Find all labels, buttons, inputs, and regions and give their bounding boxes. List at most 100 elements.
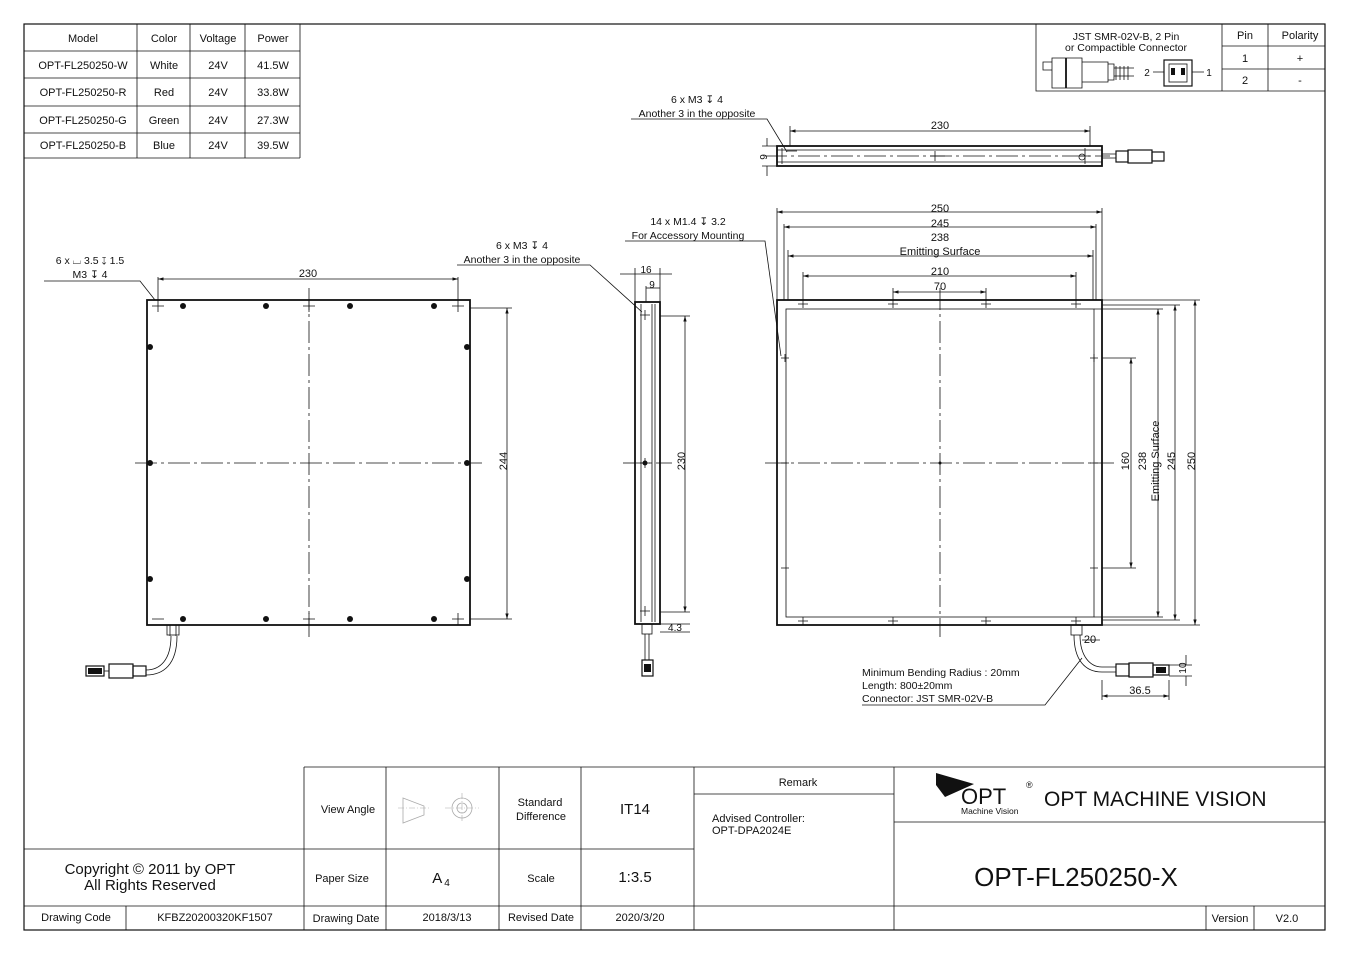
spec-cell: 24V (208, 87, 228, 99)
cable-note-length: Length: 800±20mm (862, 680, 953, 692)
spec-cell: OPT-FL250250-G (39, 115, 126, 127)
spec-cell: Red (154, 87, 174, 99)
spec-cell: White (150, 60, 178, 72)
opt-logo-text: OPT (961, 784, 1006, 809)
front-view-dim-height: 244 (498, 452, 510, 470)
drawing-code: KFBZ20200320KF1507 (157, 912, 273, 924)
opt-logo-reg: ® (1026, 780, 1033, 790)
paper-size-letter: A (432, 870, 442, 887)
back-view-dim-v245: 245 (1166, 452, 1178, 470)
spec-cell: 24V (208, 60, 228, 72)
paper-size-label: Paper Size (315, 873, 369, 885)
connector-subtitle: or Compactible Connector (1065, 42, 1187, 54)
back-view-dim-70: 70 (934, 281, 946, 293)
scale-value: 1:3.5 (618, 869, 651, 886)
back-view-dim-250: 250 (931, 203, 949, 215)
spec-cell: 33.8W (257, 87, 289, 99)
back-view-cable (1070, 624, 1170, 678)
remark-label: Remark (779, 777, 818, 789)
back-view: 250 245 238 Emitting Surface 210 70 160 … (625, 203, 1200, 706)
side-view-callout-1: 6 x M3 ↧ 4 (496, 240, 548, 252)
spec-header-voltage: Voltage (200, 33, 237, 45)
spec-cell: OPT-FL250250-W (38, 60, 128, 72)
spec-cell: OPT-FL250250-R (40, 87, 127, 99)
view-angle-label: View Angle (321, 804, 375, 816)
standard-difference-value: IT14 (620, 801, 650, 818)
connector-plug-drawing (1042, 57, 1204, 89)
opt-logo: OPT ® Machine Vision (936, 773, 1033, 816)
standard-difference-label-1: Standard (518, 797, 563, 809)
front-view: 230 244 6 x ⌴ 3.5 ↧ 1.5 M3 ↧ 4 (44, 255, 512, 679)
connector-header-polarity: Polarity (1282, 30, 1319, 42)
connector-pin-label-1: 1 (1206, 68, 1212, 79)
back-view-dim-36-5: 36.5 (1129, 685, 1150, 697)
front-view-cable (85, 624, 180, 679)
back-view-emitting-surface-v: Emitting Surface (1150, 421, 1162, 502)
back-view-callout-1: 14 x M1.4 ↧ 3.2 (650, 216, 725, 228)
paper-size-number: 4 (444, 878, 450, 889)
spec-cell: 24V (208, 115, 228, 127)
connector-cell: 1 (1242, 53, 1248, 65)
connector-cell: - (1298, 75, 1302, 87)
opt-logo-sub: Machine Vision (961, 806, 1019, 816)
front-view-holes (147, 300, 470, 625)
spec-cell: Blue (153, 140, 175, 152)
back-view-emitting-surface-h: Emitting Surface (900, 246, 981, 258)
front-view-callout-2: M3 ↧ 4 (72, 269, 107, 281)
connector-header-pin: Pin (1237, 30, 1253, 42)
version-value: V2.0 (1276, 913, 1299, 925)
remark-line-2: OPT-DPA2024E (712, 825, 791, 837)
connector-title: JST SMR-02V-B, 2 Pin (1073, 31, 1180, 43)
top-view-callout-2: Another 3 in the opposite (639, 108, 756, 120)
top-view: 230 9 6 x M3 ↧ 4 Another 3 in the opposi… (631, 94, 1165, 176)
version-label: Version (1212, 913, 1249, 925)
back-view-dim-v238: 238 (1137, 452, 1149, 470)
connector-table: JST SMR-02V-B, 2 Pin or Compactible Conn… (1035, 24, 1325, 92)
drawing-date: 2018/3/13 (423, 912, 472, 924)
connector-pin-label-2: 2 (1144, 68, 1150, 79)
spec-cell: 24V (208, 140, 228, 152)
back-view-dim-245: 245 (931, 218, 949, 230)
spec-header-model: Model (68, 33, 98, 45)
company-name: OPT MACHINE VISION (1044, 788, 1266, 811)
side-view: 16 9 230 4.3 6 x M3 ↧ 4 Another 3 in the… (457, 240, 690, 677)
drawing-date-label: Drawing Date (313, 913, 380, 925)
drawing-code-label: Drawing Code (41, 912, 111, 924)
side-view-cable (641, 623, 654, 677)
spec-cell: Green (149, 115, 180, 127)
spec-cell: 39.5W (257, 140, 289, 152)
projection-symbol-icon (398, 793, 479, 824)
back-view-dim-10: 10 (1178, 662, 1189, 674)
part-number: OPT-FL250250-X (974, 862, 1178, 892)
title-block: Copyright © 2011 by OPT All Rights Reser… (24, 766, 1325, 930)
spec-header-color: Color (151, 33, 178, 45)
opt-logo-mark (936, 773, 974, 797)
top-view-cable (1102, 149, 1165, 164)
standard-difference-label-2: Difference (516, 811, 566, 823)
spec-cell: OPT-FL250250-B (40, 140, 126, 152)
back-view-dim-210: 210 (931, 266, 949, 278)
connector-cell: 2 (1242, 75, 1248, 87)
top-view-dim-length: 230 (931, 120, 949, 132)
spec-cell: 27.3W (257, 115, 289, 127)
front-view-callout-1: 6 x ⌴ 3.5 ↧ 1.5 (56, 255, 125, 267)
side-view-dim-bottom: 4.3 (668, 623, 682, 634)
spec-cell: 41.5W (257, 60, 289, 72)
connector-cell: + (1297, 53, 1303, 65)
back-view-dim-238: 238 (931, 232, 949, 244)
back-view-dim-20: 20 (1084, 634, 1096, 646)
back-view-callout-2: For Accessory Mounting (632, 230, 745, 242)
revised-date-label: Revised Date (508, 912, 574, 924)
drawing-border (23, 23, 1326, 931)
cable-note-connector: Connector: JST SMR-02V-B (862, 693, 993, 705)
top-view-callout-1: 6 x M3 ↧ 4 (671, 94, 723, 106)
side-view-callout-2: Another 3 in the opposite (464, 254, 581, 266)
copyright-line-1: Copyright © 2011 by OPT (65, 861, 236, 878)
back-view-dim-v250: 250 (1186, 452, 1198, 470)
top-view-dim-height: 9 (759, 154, 770, 160)
side-view-dim-height: 230 (676, 452, 688, 470)
scale-label: Scale (527, 873, 555, 885)
spec-table: Model Color Voltage Power OPT-FL250250-W… (24, 24, 301, 159)
